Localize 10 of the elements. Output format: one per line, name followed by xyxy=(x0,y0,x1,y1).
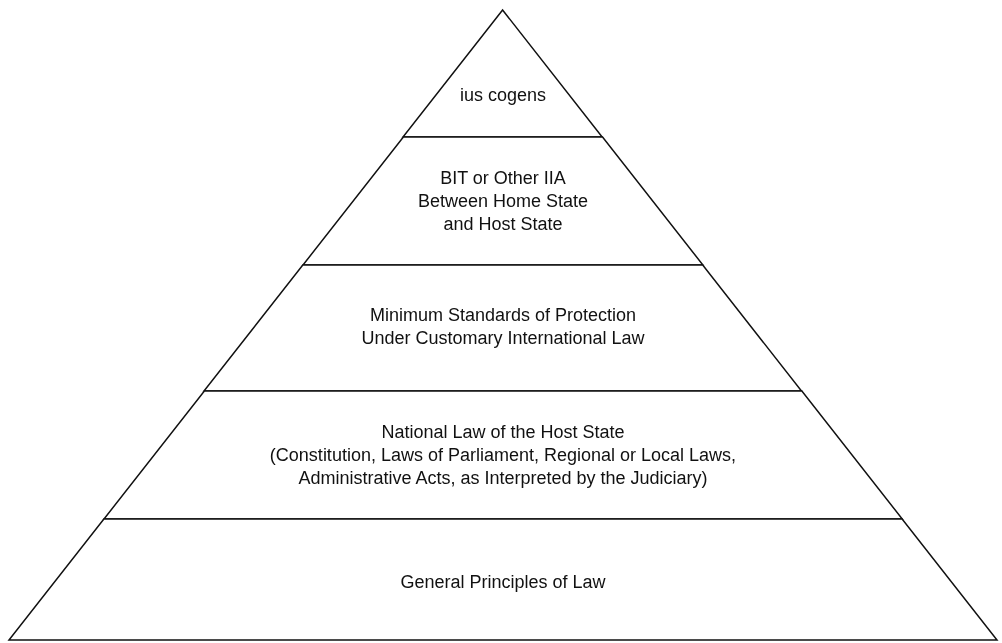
tier-label: BIT or Other IIA Between Home State and Host State xyxy=(416,166,590,236)
tier-label: (Constitution, Laws of Parliament, Regional or Local Laws, Administrative Acts, as Interpreted by the Judiciary) xyxy=(268,443,738,490)
tier-label: General Principles of Law xyxy=(400,570,606,594)
pyramid-tier xyxy=(204,265,802,391)
tier-label: National Law of the Host State xyxy=(381,420,625,444)
tier-label: Minimum Standards of Protection Under Customary International Law xyxy=(360,304,646,350)
pyramid-tier xyxy=(103,391,903,519)
pyramid-tier xyxy=(303,137,703,265)
pyramid-tier xyxy=(9,519,997,640)
tier-label: ius cogens xyxy=(459,83,546,107)
